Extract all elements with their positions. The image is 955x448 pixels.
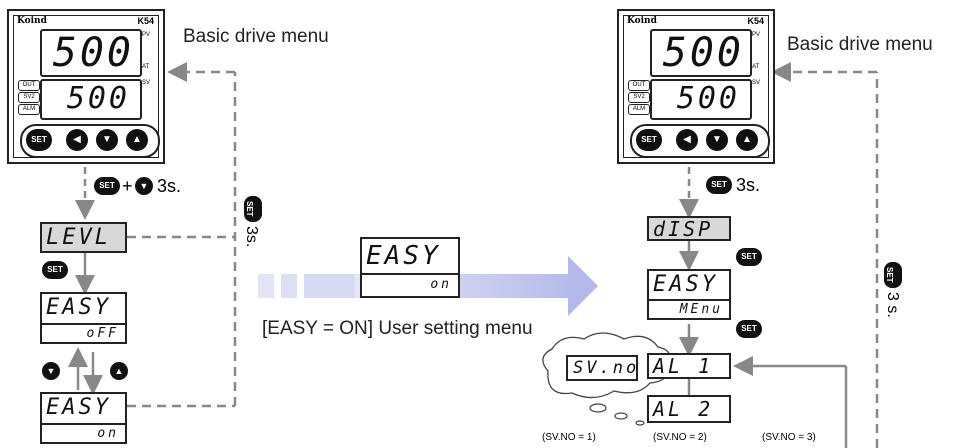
up-key-icon[interactable]: ▲ bbox=[736, 129, 758, 151]
sv-display: 500 bbox=[40, 79, 142, 120]
led-out: OUT bbox=[628, 80, 650, 91]
center-easy-display: EASY on bbox=[360, 237, 460, 298]
up-arrow-button-icon: ▲ bbox=[110, 362, 128, 380]
brand-logo: Koind bbox=[17, 16, 47, 26]
sv-no-note-3: (SV.NO = 3) bbox=[762, 432, 816, 443]
controller-device-right: Koind K54 500 PV AT SV 500 OUT SV2 ALM S… bbox=[617, 9, 775, 164]
brand-logo: Koind bbox=[627, 16, 657, 26]
return-time-label: 3s. bbox=[243, 226, 260, 248]
easy-text: EASY bbox=[46, 295, 111, 320]
led-out: OUT bbox=[18, 80, 40, 91]
levl-text: LEVL bbox=[46, 225, 111, 250]
set-button-icon: SET bbox=[94, 177, 120, 195]
easy-text: EASY bbox=[653, 272, 718, 297]
menu-value: MEnu bbox=[679, 302, 723, 317]
al2-display: AL 2 bbox=[647, 395, 731, 423]
pv-value: 500 bbox=[52, 30, 134, 76]
levl-display: LEVL bbox=[40, 222, 127, 253]
display-divider bbox=[649, 299, 729, 301]
set-button-icon: SET bbox=[736, 320, 762, 338]
set-key[interactable]: SET bbox=[26, 129, 52, 151]
led-sv2: SV2 bbox=[18, 92, 40, 103]
center-easy-text: EASY bbox=[366, 241, 441, 271]
sv-value: 500 bbox=[66, 81, 130, 116]
down-key-icon[interactable]: ▼ bbox=[96, 129, 118, 151]
pv-tag: PV bbox=[752, 32, 761, 38]
set-button-icon: SET bbox=[706, 176, 732, 194]
device-frame: Koind K54 500 PV AT SV 500 OUT SV2 ALM S… bbox=[623, 15, 770, 158]
up-key-icon[interactable]: ▲ bbox=[126, 129, 148, 151]
set-button-icon: SET bbox=[736, 248, 762, 266]
left-key-icon[interactable]: ◀ bbox=[676, 129, 698, 151]
set-button-icon: SET bbox=[244, 196, 262, 222]
right-menu-label: Basic drive menu bbox=[787, 34, 933, 55]
led-alm: ALM bbox=[628, 104, 650, 115]
al1-display: AL 1 bbox=[647, 353, 731, 379]
easy-on-value: on bbox=[97, 426, 119, 441]
right-return-time-label: 3 s. bbox=[884, 292, 901, 318]
easy-menu-display: EASY MEnu bbox=[647, 269, 731, 320]
disp-time-label: 3s. bbox=[736, 175, 761, 195]
easy-text: EASY bbox=[46, 395, 111, 420]
disp-text: dISP bbox=[653, 217, 714, 241]
set-button-icon: SET bbox=[42, 261, 68, 279]
easy-on-display: EASY on bbox=[40, 392, 127, 444]
device-frame: Koind K54 500 PV AT SV 500 OUT SV2 ALM S… bbox=[13, 15, 160, 158]
sv-tag: SV bbox=[142, 80, 151, 86]
display-divider bbox=[42, 323, 125, 325]
at-tag: AT bbox=[752, 64, 760, 70]
set-key[interactable]: SET bbox=[636, 129, 662, 151]
model-label: K54 bbox=[747, 16, 764, 26]
easy-off-display: EASY oFF bbox=[40, 292, 127, 344]
key-panel: SET ◀ ▼ ▲ bbox=[630, 124, 770, 158]
center-on-value: on bbox=[430, 277, 452, 292]
sv-no-text: SV.no bbox=[573, 358, 640, 378]
sv-no-note-2: (SV.NO = 2) bbox=[653, 432, 707, 443]
down-key-icon[interactable]: ▼ bbox=[706, 129, 728, 151]
pv-display: 500 bbox=[650, 29, 752, 77]
display-divider bbox=[362, 273, 458, 275]
pv-display: 500 bbox=[40, 29, 142, 77]
led-sv2: SV2 bbox=[628, 92, 650, 103]
controller-device-left: Koind K54 500 PV AT SV 500 OUT SV2 ALM S… bbox=[7, 9, 165, 164]
left-key-icon[interactable]: ◀ bbox=[66, 129, 88, 151]
user-setting-menu-caption: [EASY = ON] User setting menu bbox=[262, 318, 533, 339]
pv-value: 500 bbox=[662, 30, 744, 76]
led-alm: ALM bbox=[18, 104, 40, 115]
sv-display: 500 bbox=[650, 79, 752, 120]
combo-time-label: 3s. bbox=[157, 176, 182, 196]
al1-text: AL 1 bbox=[653, 354, 714, 378]
sv-no-display: SV.no bbox=[566, 355, 638, 381]
plus-label: + bbox=[122, 176, 133, 196]
sv-value: 500 bbox=[676, 81, 740, 116]
display-divider bbox=[42, 423, 125, 425]
pv-tag: PV bbox=[142, 32, 151, 38]
sv-tag: SV bbox=[752, 80, 761, 86]
key-panel: SET ◀ ▼ ▲ bbox=[20, 124, 160, 158]
left-menu-label: Basic drive menu bbox=[183, 26, 329, 47]
down-arrow-button-icon: ▼ bbox=[42, 362, 60, 380]
model-label: K54 bbox=[137, 16, 154, 26]
set-button-icon: SET bbox=[884, 262, 902, 288]
at-tag: AT bbox=[142, 64, 150, 70]
sv-no-note-1: (SV.NO = 1) bbox=[542, 432, 596, 443]
easy-off-value: oFF bbox=[86, 326, 119, 341]
down-arrow-button-icon: ▼ bbox=[135, 177, 153, 195]
disp-display: dISP bbox=[647, 216, 731, 241]
al2-text: AL 2 bbox=[653, 397, 714, 421]
